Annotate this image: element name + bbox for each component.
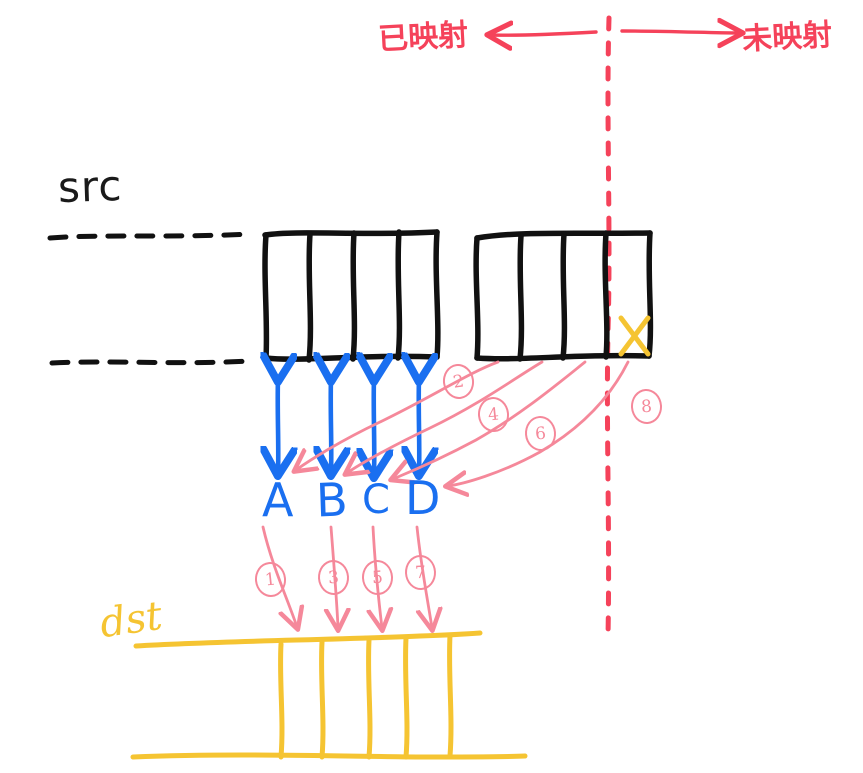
unmapped-to-letter-curves xyxy=(296,360,630,486)
src-to-letter-arrows xyxy=(278,378,420,474)
dst-label: dst xyxy=(97,592,166,648)
src-bottom-dashed-line xyxy=(49,358,253,366)
letter-d: D xyxy=(405,471,441,525)
mapped-direction-arrow xyxy=(492,32,598,35)
unmapped-label: 未映射 xyxy=(741,17,834,58)
src-top-dashed-line xyxy=(47,231,255,241)
src-left-cell-group xyxy=(262,229,441,363)
letter-to-dst-arrows xyxy=(261,525,432,628)
src-right-cell-group xyxy=(473,230,654,362)
unmapped-direction-arrow xyxy=(620,31,738,33)
unmapped-cell-x-mark xyxy=(618,315,651,357)
src-label: src xyxy=(57,160,124,213)
mapped-label: 已映射 xyxy=(377,17,470,58)
letter-b: B xyxy=(315,472,349,528)
dst-region xyxy=(130,630,528,760)
letter-a: A xyxy=(262,473,294,527)
letter-c: C xyxy=(362,477,390,523)
